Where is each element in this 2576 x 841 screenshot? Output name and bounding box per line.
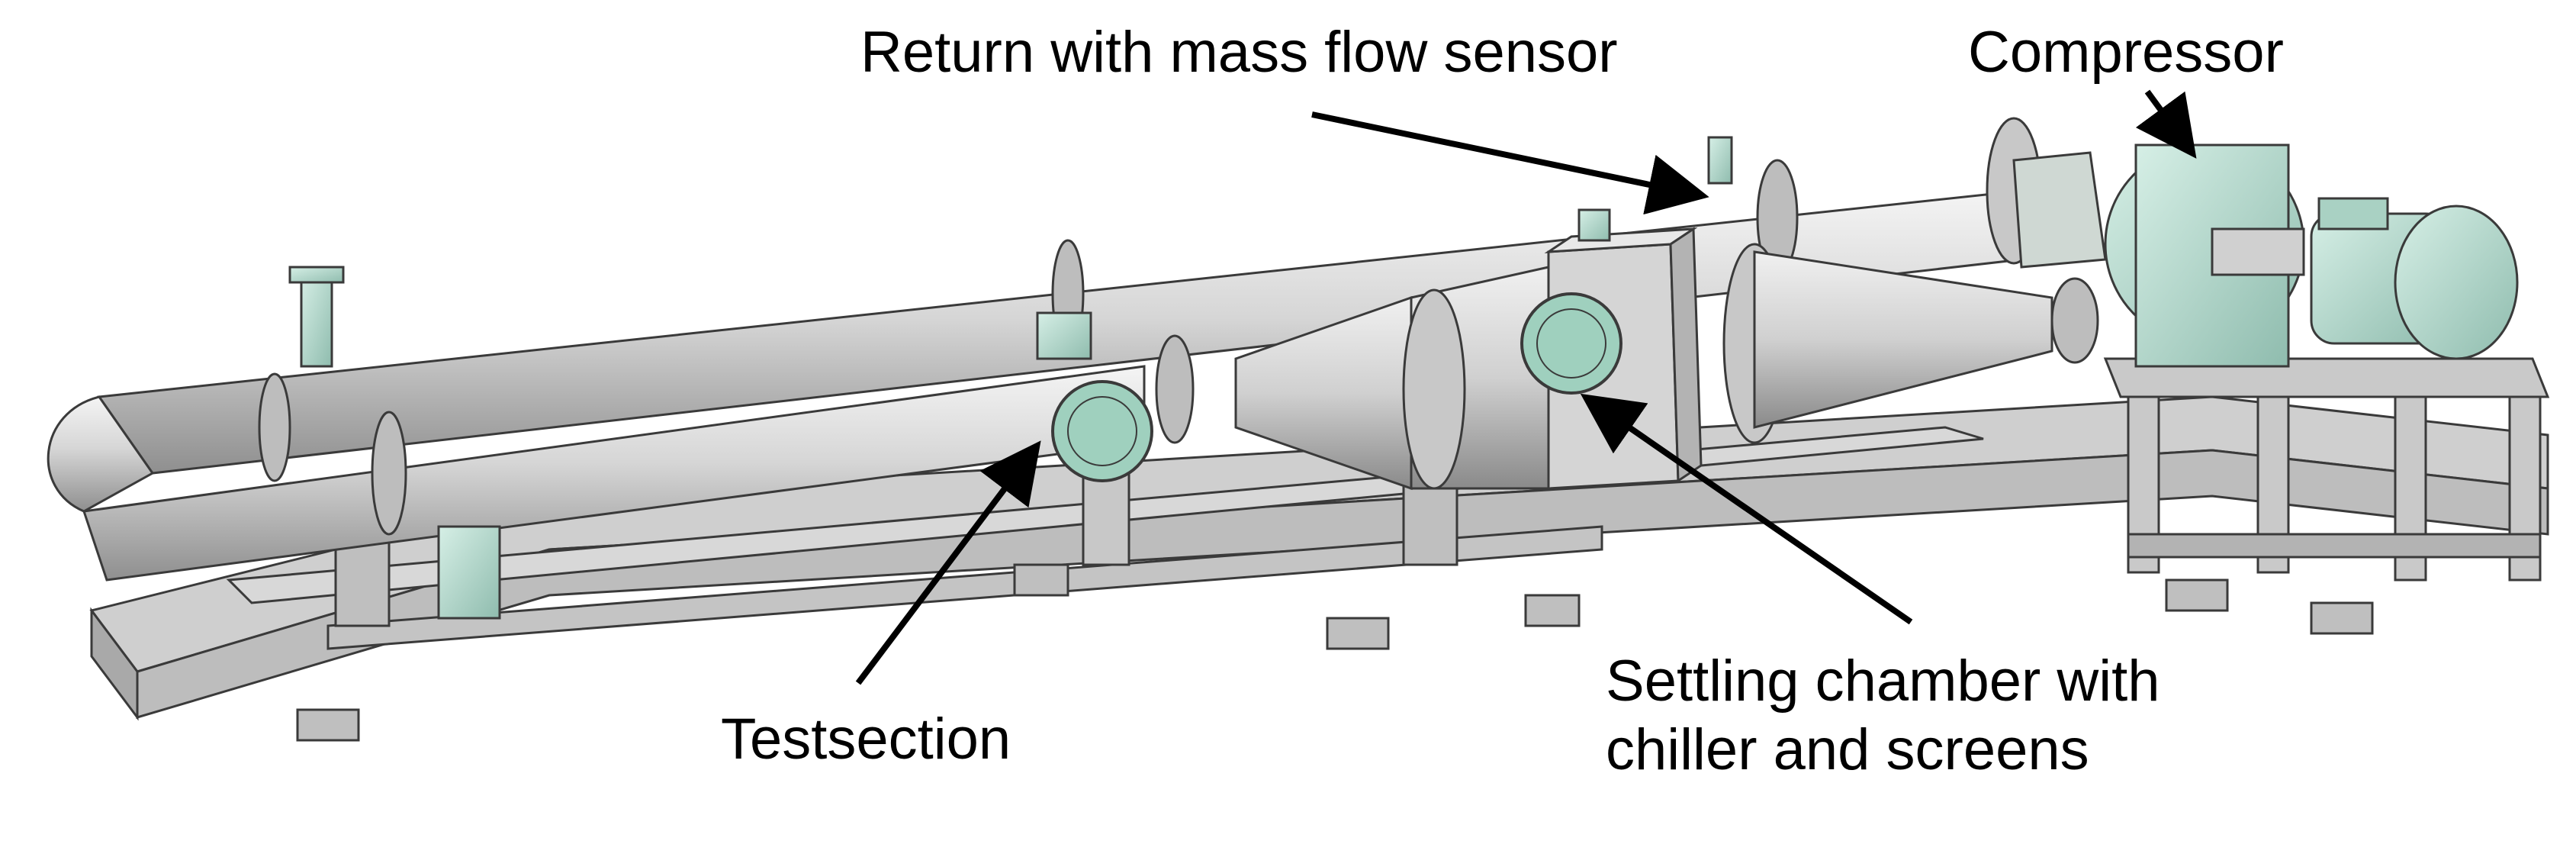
testsection-pipe [82, 334, 1195, 582]
arrow-testsection [855, 440, 1041, 685]
label-settling-chamber-line1: Settling chamber with [1606, 649, 2160, 714]
valves [288, 136, 1733, 620]
arrow-compressor [2135, 89, 2197, 159]
label-compressor: Compressor [1968, 20, 2284, 85]
arrow-settling-chamber [1580, 393, 1913, 625]
label-settling-chamber-line2: chiller and screens [1606, 717, 2089, 782]
label-return-with-mass-flow-sensor: Return with mass flow sensor [860, 20, 1618, 85]
label-testsection: Testsection [721, 707, 1011, 772]
arrows [855, 89, 2197, 685]
label-settling-chamber: Settling chamber with chiller and screen… [1606, 647, 2160, 784]
compressor-stand [2103, 357, 2550, 582]
testsection-window [1051, 380, 1153, 482]
arrow-return [1311, 111, 1709, 215]
compressor-unit [2012, 143, 2519, 368]
